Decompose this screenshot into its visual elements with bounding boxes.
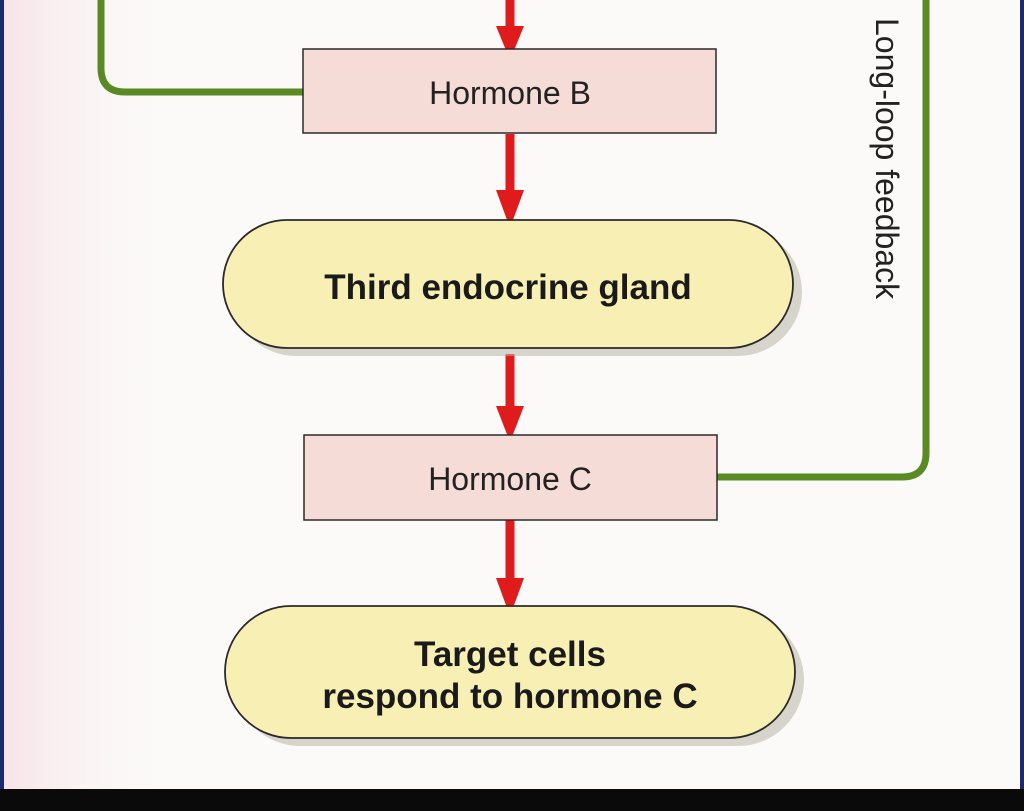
third-endocrine-gland-node: Third endocrine gland [222,219,802,356]
short-loop-feedback-line [97,0,306,96]
hormone-b-label: Hormone B [429,75,591,111]
target-cells-label-line1: Target cells [414,635,606,674]
hormone-c-box [303,434,718,521]
arrow-hormone-b-to-gland [496,134,524,228]
frame-bottom-border [0,789,1024,811]
hormone-c-label: Hormone C [428,461,592,497]
target-cells-label-line2: respond to hormone C [322,677,697,716]
arrow-gland-to-hormone-c [496,354,524,442]
long-loop-feedback-label: Long-loop feedback [869,18,905,300]
long-loop-feedback-line [712,0,930,481]
frame-right-border [1020,0,1024,811]
target-cells-pill [224,605,796,739]
arrow-into-hormone-b [496,0,524,60]
arrow-hormone-c-to-target [496,520,524,616]
background-tint [4,0,184,789]
hormone-b-node: Hormone B [302,48,717,134]
third-endocrine-gland-label: Third endocrine gland [324,268,692,307]
hormone-c-node: Hormone C [303,434,718,521]
third-endocrine-gland-pill [222,219,794,349]
frame-left-border [0,0,4,811]
target-cells-node: Target cells respond to hormone C [224,605,804,746]
hormone-b-box [302,48,717,134]
